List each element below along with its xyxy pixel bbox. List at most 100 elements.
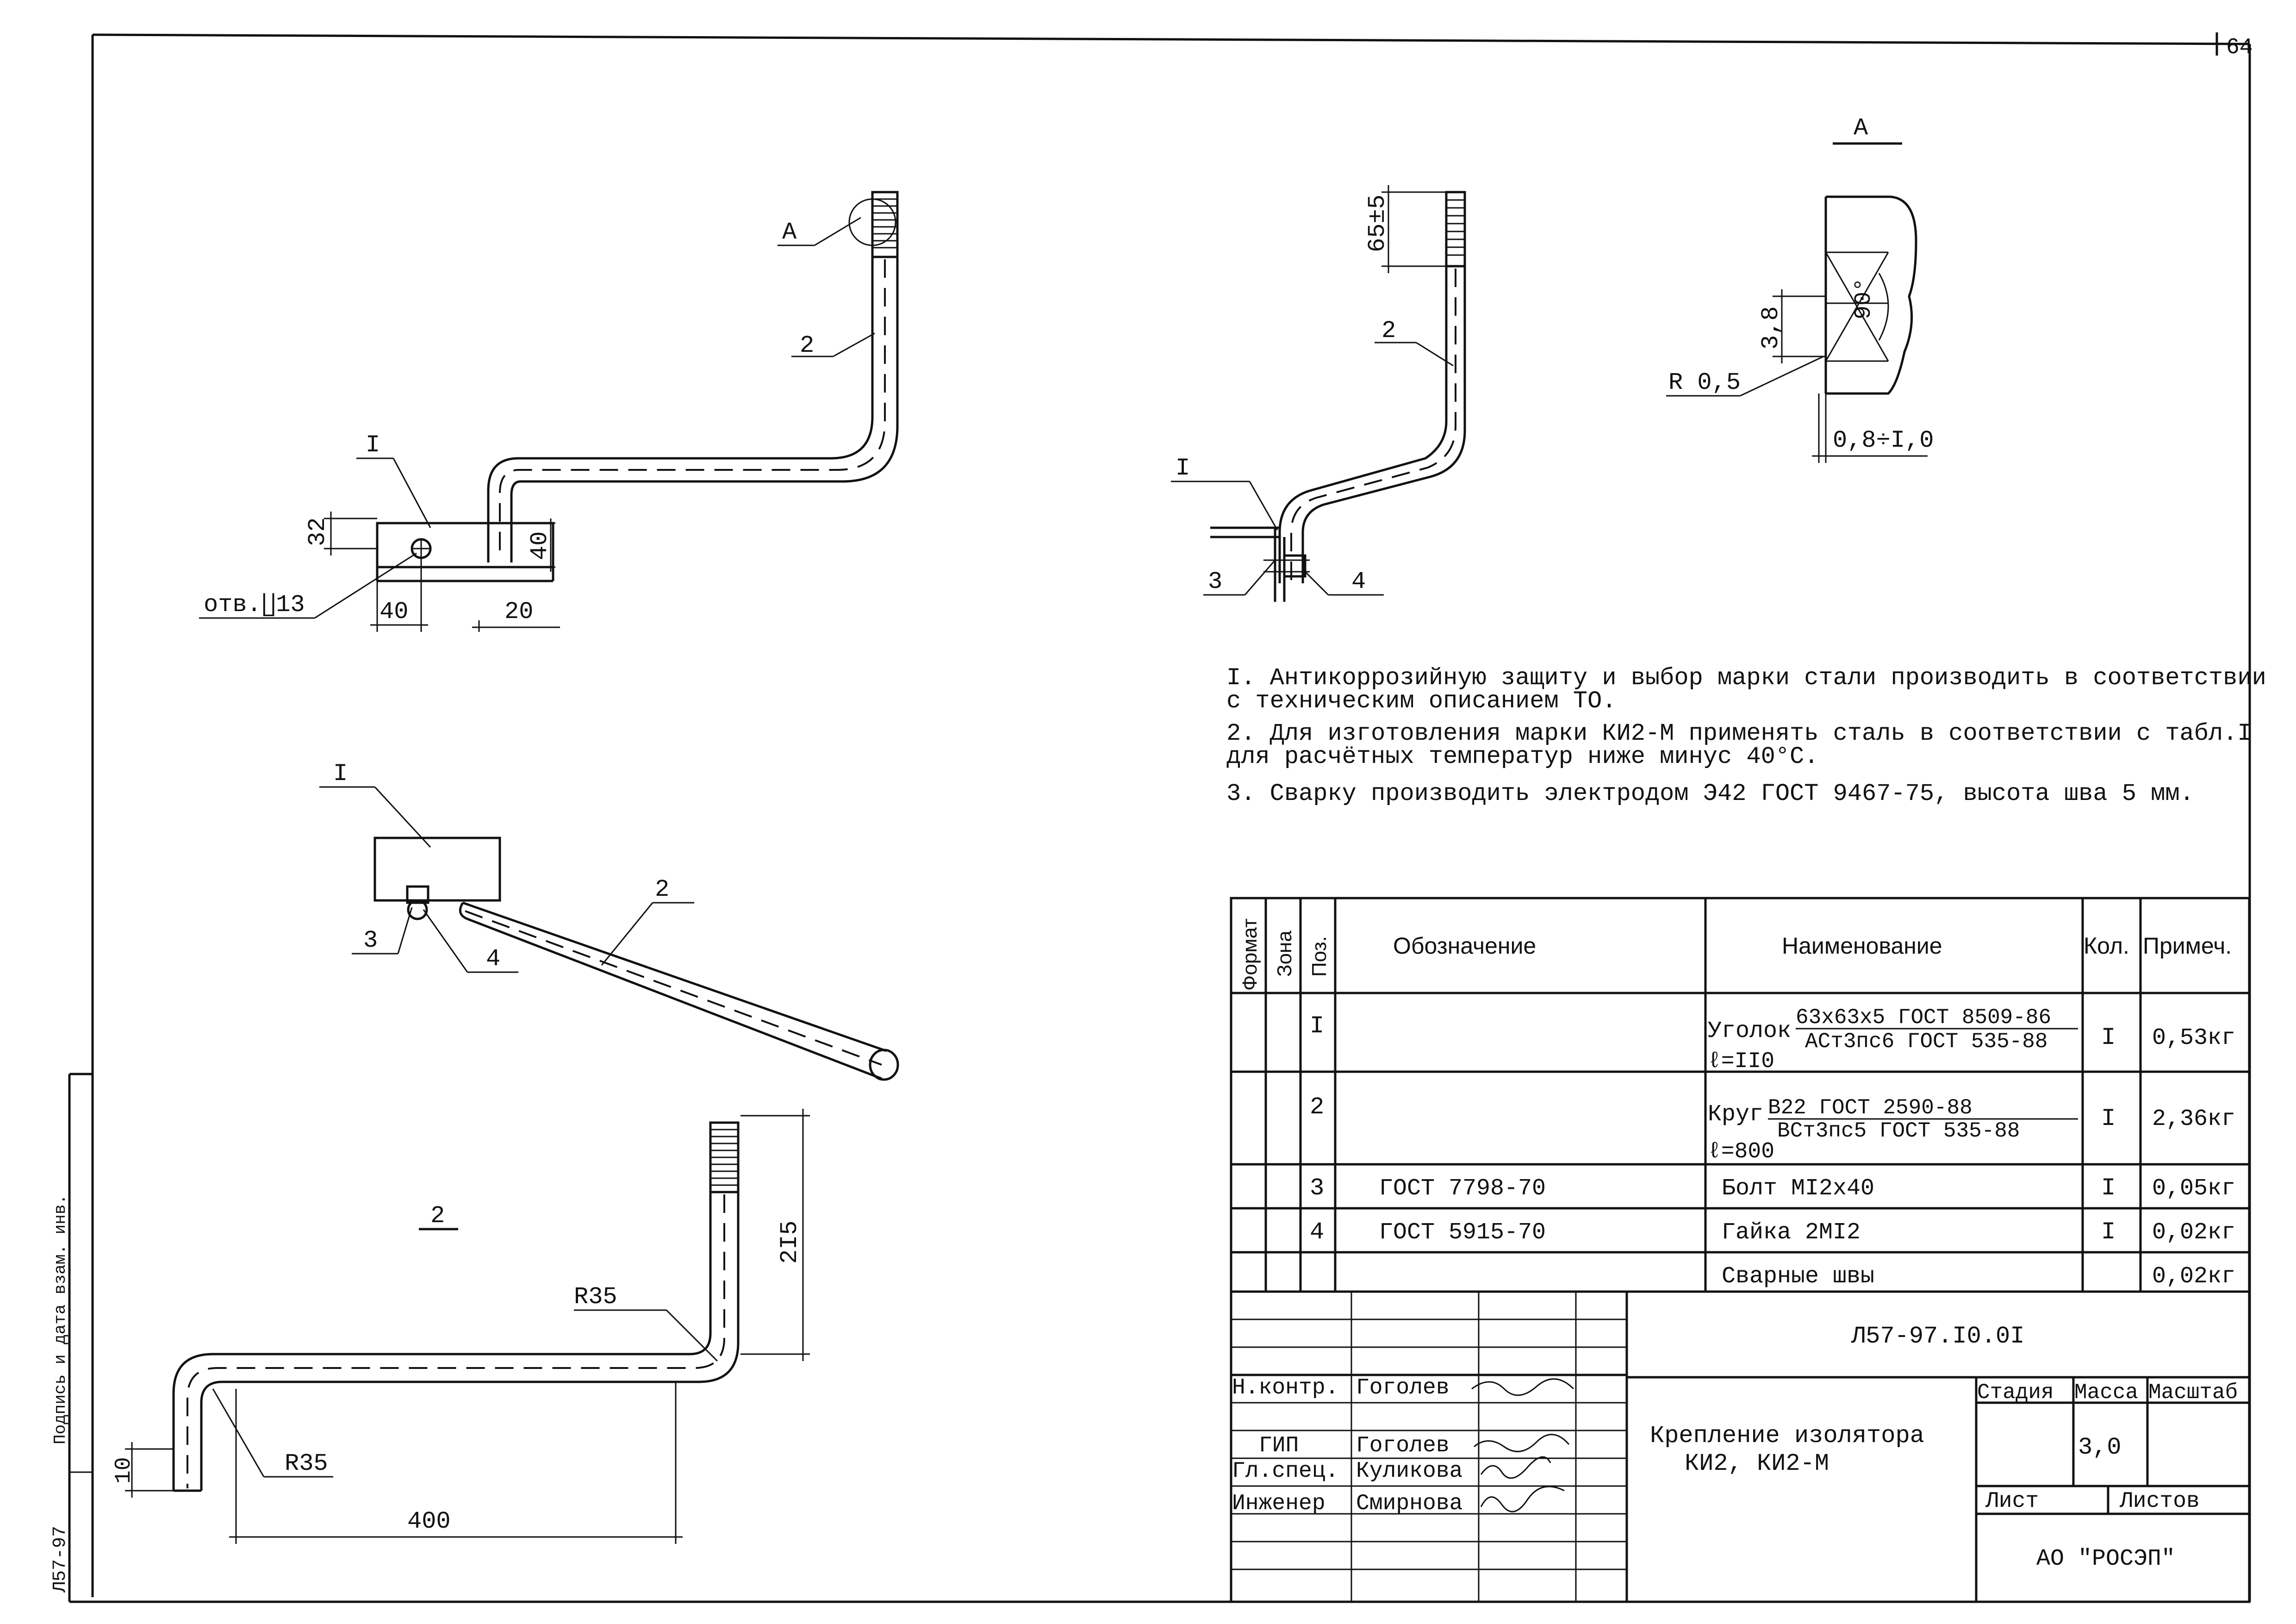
nut-side [1283, 554, 1307, 578]
sheets-label: Листов [2119, 1489, 2200, 1514]
angle-bracket-iso [373, 837, 501, 902]
thread-tip [871, 191, 899, 258]
row2-name: Круг [1708, 1101, 1763, 1128]
scale-label: Масштаб [2148, 1380, 2238, 1405]
label-pos2-iso: 2 [655, 876, 669, 903]
dim-32: 32 [304, 518, 331, 546]
dim-r35-bottom: R35 [285, 1450, 328, 1477]
main-isometric-view: A 2 I отв.∐13 32 40 40 20 [199, 191, 899, 632]
sheet-label: Лист [1985, 1489, 2039, 1514]
rod-detail-label: 2 [430, 1202, 445, 1230]
label-pos4-iso: 4 [486, 945, 500, 973]
label-pos1-iso: I [333, 760, 348, 787]
page-number: 64 [2226, 35, 2253, 60]
title-line-1: Крепление изолятора [1650, 1422, 1924, 1449]
angle-bracket [376, 522, 554, 568]
mass-label: Масса [2074, 1380, 2138, 1405]
col-zone: Зона [1273, 931, 1296, 977]
row5-note: 0,02кг [2152, 1263, 2235, 1290]
dim-0-8: 0,8÷I,0 [1833, 427, 1934, 454]
label-pos4-side: 4 [1351, 568, 1366, 595]
dim-3-8: 3,8 [1757, 306, 1785, 350]
iso-view-2: I 3 4 2 [319, 760, 899, 1081]
dim-40-vertical: 40 [526, 531, 554, 560]
col-name: Наименование [1782, 933, 1942, 959]
thread-tip-side [1445, 191, 1466, 268]
dim-r35-top: R35 [574, 1283, 617, 1311]
row5-name: Сварные швы [1722, 1263, 1874, 1290]
row1-qty: I [2101, 1024, 2116, 1051]
side-stamp-text: Подпись и дата взам. инв. [51, 1194, 70, 1444]
sig-role-1: Н.контр. [1232, 1375, 1338, 1400]
row1-pos: I [1310, 1012, 1324, 1040]
row1-name: Уголок [1708, 1018, 1791, 1044]
mass-value: 3,0 [2078, 1434, 2122, 1461]
hole-label: отв.∐13 [204, 591, 305, 618]
side-stamp-code: Л57-97 [50, 1526, 71, 1593]
sig-name-3: Куликова [1356, 1459, 1462, 1484]
thread-profile [1826, 195, 1917, 395]
row4-name: Гайка 2МI2 [1722, 1219, 1860, 1246]
nut-iso [407, 899, 428, 920]
row2-length: ℓ=800 [1708, 1139, 1774, 1164]
view-a-detail: A 90° 3,8 R 0,5 0,8÷I,0 [1666, 114, 1934, 463]
label-pos2-main: 2 [800, 332, 814, 359]
dim-r05: R 0,5 [1668, 369, 1741, 396]
dim-90: 90° [1851, 278, 1877, 319]
sheet-frame: 64 [69, 32, 2253, 1603]
dim-40-horizontal: 40 [380, 598, 408, 625]
row3-designation: ГОСТ 7798-70 [1379, 1175, 1546, 1202]
label-pos3-side: 3 [1208, 568, 1222, 595]
rod-detail-view: 2 2I5 R35 R35 400 10 [112, 1109, 810, 1544]
col-pos: Поз. [1308, 936, 1331, 977]
doc-code: Л57-97.I0.0I [1851, 1323, 2024, 1350]
row3-name: Болт МI2x40 [1722, 1175, 1874, 1202]
row4-note: 0,02кг [2152, 1219, 2235, 1246]
rod-outline-inner [487, 257, 874, 562]
sig-name-4: Смирнова [1356, 1491, 1462, 1516]
label-pos2-side: 2 [1381, 317, 1396, 344]
label-pos1-side: I [1176, 455, 1190, 482]
dim-65: 65±5 [1364, 194, 1391, 252]
sig-role-2: ГИП [1259, 1433, 1299, 1458]
row2-note: 2,36кг [2152, 1106, 2235, 1132]
dim-400: 400 [407, 1508, 451, 1535]
sig-name-2: Гоголев [1356, 1433, 1450, 1458]
col-note: Примеч. [2143, 933, 2232, 959]
row4-designation: ГОСТ 5915-70 [1379, 1219, 1546, 1246]
org-name: АО "РОСЭП" [2036, 1546, 2175, 1572]
row3-note: 0,05кг [2152, 1175, 2235, 1202]
row1-length: ℓ=II0 [1708, 1049, 1774, 1074]
row3-qty: I [2101, 1174, 2116, 1202]
label-pos3-iso: 3 [363, 927, 378, 954]
rod-side-inner [1278, 266, 1448, 583]
sig-role-3: Гл.спец. [1232, 1459, 1338, 1484]
side-view: 65±5 2 I 3 4 [1171, 185, 1466, 602]
rod-outline-outer [510, 257, 899, 562]
rod-end-iso [869, 1049, 899, 1081]
side-stamp: Л57-97 Подпись и дата взам. инв. [50, 1073, 93, 1602]
dim-215: 2I5 [776, 1220, 803, 1264]
stage-label: Стадия [1977, 1380, 2054, 1405]
view-a-label: A [1854, 114, 1868, 142]
row3-pos: 3 [1310, 1174, 1324, 1202]
dim-10: 10 [112, 1457, 137, 1484]
rod-detail-inner [172, 1192, 712, 1491]
spec-table: Формат Зона Поз. Обозначение Наименовани… [1230, 897, 2251, 1293]
note-3: 3. Сварку производить электродом Э42 ГОС… [1226, 780, 2194, 807]
label-pos1-main: I [366, 431, 380, 459]
note-2: 2. Для изготовления марки КИ2-М применят… [1226, 720, 2252, 770]
callout-a: A [782, 219, 797, 246]
col-designation: Обозначение [1393, 933, 1536, 959]
col-format: Формат [1238, 918, 1261, 991]
title-block: Н.контр. Гоголев ГИП Гоголев Гл.спец. Ку… [1230, 1290, 2251, 1603]
row1-name-bottom: АСт3пс6 ГОСТ 535-88 [1805, 1030, 2048, 1054]
sig-role-4: Инженер [1232, 1491, 1325, 1516]
title-line-2: КИ2, КИ2-М [1685, 1450, 1829, 1477]
row2-name-bottom: ВСт3пс5 ГОСТ 535-88 [1777, 1119, 2020, 1143]
row4-qty: I [2101, 1218, 2116, 1246]
row2-name-top: В22 ГОСТ 2590-88 [1768, 1096, 1972, 1120]
rod-side-outer [1301, 266, 1466, 583]
note-1: I. Антикоррозийную защиту и выбор марки … [1226, 664, 2266, 715]
